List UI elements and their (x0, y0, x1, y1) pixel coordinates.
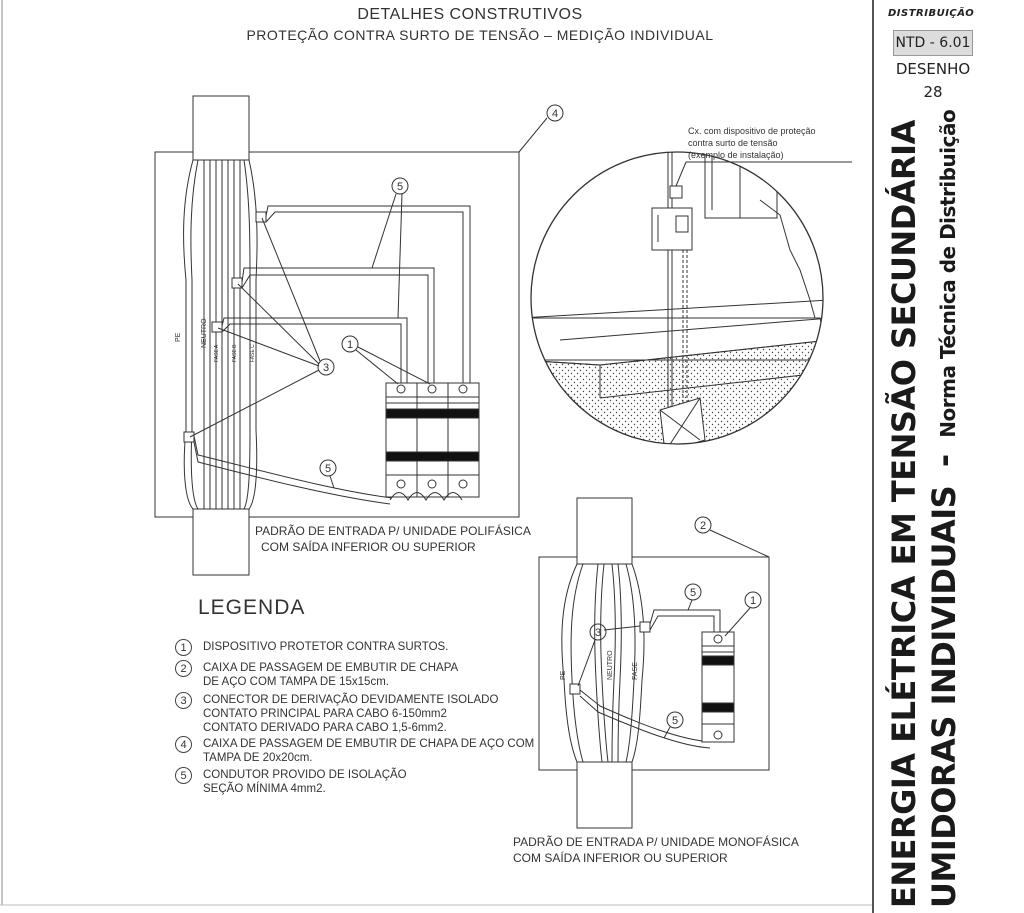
mono-conduit-bottom (576, 761, 633, 829)
vertical-title-line2-text: UMIDORAS INDIVIDUAIS (925, 485, 963, 908)
polyphase-texts: PE NEUTRO FASE A FASE B FASE C 4 5 1 3 5… (175, 108, 558, 554)
norm-code: NTD - 6.01 (893, 30, 973, 56)
detail-note: Cx. com dispositivo de proteção contra s… (688, 126, 816, 160)
mono-label-fase: FASE (632, 662, 639, 680)
mono-callout-5b: 5 (672, 715, 678, 727)
monophase-texts: PE NEUTRO FASE 2 5 1 3 5 PADRÃO DE ENTRA… (513, 520, 799, 865)
legend-item-text: CAIXA DE PASSAGEM DE EMBUTIR DE CHAPA DE… (203, 662, 459, 688)
legend-title: LEGENDA (198, 596, 306, 619)
legend-item: 1 DISPOSITIVO PROTETOR CONTRA SURTOS. (175, 639, 449, 656)
poly-conduit-bottom (192, 508, 250, 576)
poly-callout-3: 3 (323, 362, 329, 374)
detail-note-line2: contra surto de tensão (688, 138, 778, 148)
legend-item: 2 CAIXA DE PASSAGEM DE EMBUTIR DE CHAPA D… (175, 660, 459, 689)
poly-label-fase-b: FASE B (232, 344, 238, 362)
vertical-title-line1: ENERGIA ELÉTRICA EM TENSÃO SECUNDÁRIA (885, 120, 923, 908)
mono-caption-line2: COM SAÍDA INFERIOR OU SUPERIOR (513, 850, 728, 865)
drawing-subtitle: PROTEÇÃO CONTRA SURTO DE TENSÃO – MEDIÇÃ… (246, 27, 714, 43)
drawing-label: DESENHO (895, 60, 971, 78)
poly-callout-5a: 5 (397, 181, 403, 193)
mono-label-pe: PE (560, 670, 567, 680)
legend-item: 5 CONDUTOR PROVIDO DE ISOLAÇÃO SEÇÃO MÍNI… (175, 767, 407, 796)
poly-label-fase-c: FASE C (250, 344, 256, 362)
mono-caption-line1: PADRÃO DE ENTRADA P/ UNIDADE MONOFÁSICA (513, 834, 799, 849)
drawing-number: 28 (923, 83, 943, 101)
legend-item-number: 3 (175, 692, 192, 709)
poly-dps-b (416, 382, 449, 498)
mono-callout-5a: 5 (690, 587, 696, 599)
detail-circle (530, 151, 824, 445)
mono-box-2 (538, 556, 770, 771)
monophase-assembly (538, 497, 770, 829)
poly-label-fase-a: FASE A (214, 344, 220, 362)
vertical-subtitle: Norma Técnica de Distribuição (936, 109, 960, 438)
legend-item-text: CAIXA DE PASSAGEM DE EMBUTIR DE CHAPA DE… (203, 738, 535, 764)
poly-callout-1: 1 (347, 339, 353, 351)
vertical-title-dash: - (925, 454, 963, 468)
legend-item-text: CONDUTOR PROVIDO DE ISOLAÇÃO SEÇÃO MÍNIM… (203, 769, 407, 795)
legend-item-text: DISPOSITIVO PROTETOR CONTRA SURTOS. (203, 641, 449, 653)
legend-item: 3 CONECTOR DE DERIVAÇÃO DEVIDAMENTE ISOLA… (175, 692, 499, 735)
poly-label-neutro: NEUTRO (201, 318, 208, 348)
drawing-number-block: DESENHO 28 (880, 58, 986, 104)
mono-conduit-top (576, 497, 633, 565)
detail-note-line3: (exemplo de instalação) (688, 150, 784, 160)
brand-name: DISTRIBUIÇÃO (888, 8, 975, 19)
legend-item: 4 CAIXA DE PASSAGEM DE EMBUTIR DE CHAPA D… (175, 736, 535, 765)
legend-item-number: 5 (175, 767, 192, 784)
legend-item-number: 4 (175, 736, 192, 753)
legend-item-number: 2 (175, 660, 192, 677)
poly-conduit-top (192, 95, 250, 161)
mono-callout-2: 2 (700, 520, 706, 532)
mono-label-neutro: NEUTRO (607, 650, 614, 680)
poly-dps-c (447, 382, 480, 498)
poly-caption-line1: PADRÃO DE ENTRADA P/ UNIDADE POLIFÁSICA (255, 523, 531, 538)
poly-dps-a (385, 382, 418, 498)
legend-item-text: CONECTOR DE DERIVAÇÃO DEVIDAMENTE ISOLAD… (203, 694, 499, 734)
legend-item-number: 1 (175, 639, 192, 656)
poly-callout-4: 4 (552, 108, 558, 120)
detail-note-line1: Cx. com dispositivo de proteção (688, 126, 816, 136)
installation-detail (530, 151, 852, 445)
title-block (872, 0, 1024, 913)
poly-box-4 (154, 151, 520, 518)
vertical-title-line2: UMIDORAS INDIVIDUAIS - Norma Técnica de … (924, 110, 968, 908)
mono-callout-3: 3 (595, 627, 601, 639)
poly-caption-line2: COM SAÍDA INFERIOR OU SUPERIOR (261, 539, 476, 554)
drawing-title: DETALHES CONSTRUTIVOS (357, 6, 583, 23)
polyphase-assembly (154, 95, 564, 576)
poly-label-pe: PE (175, 332, 182, 342)
poly-callout-5b: 5 (325, 463, 331, 475)
mono-dps (701, 631, 735, 743)
mono-callout-1: 1 (750, 595, 756, 607)
